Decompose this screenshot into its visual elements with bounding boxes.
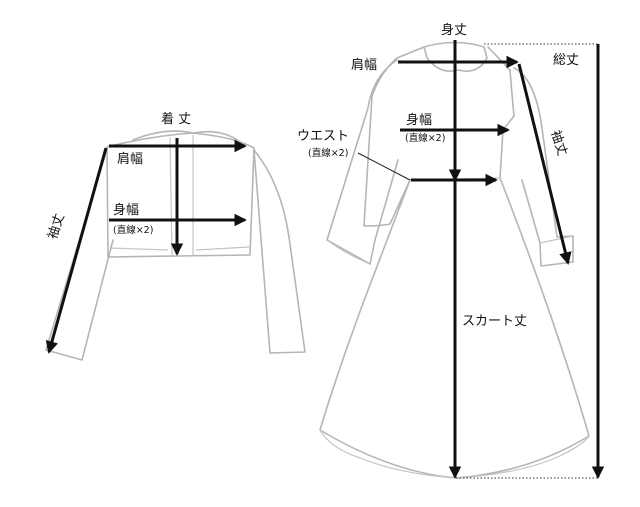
dress-shoulder-label: 肩幅 <box>351 57 377 73</box>
dress-sleeve-label: 袖丈 <box>547 129 569 158</box>
jacket-body-width-label: 身幅 <box>113 202 139 218</box>
dress-sleeve-arrow <box>517 63 572 265</box>
jacket-shoulder-label: 肩幅 <box>117 151 143 167</box>
dress-total-length-label: 総丈 <box>553 53 579 68</box>
dress-measurements: 身丈 総丈 肩幅 身幅 (直線×2) ウエスト (直線×2) 袖丈 スカート丈 <box>297 22 605 479</box>
dress-body-width-label: 身幅 <box>406 112 432 128</box>
dress-body-width-note: (直線×2) <box>405 132 445 144</box>
jacket-sleeve-arrow <box>45 147 108 354</box>
dress-skirt-length-label: スカート丈 <box>462 314 527 329</box>
jacket-measurements: 着 丈 肩幅 身幅 (直線×2) 袖丈 <box>45 111 247 354</box>
jacket-body-width-note: (直線×2) <box>113 224 153 236</box>
dress-waist-note: (直線×2) <box>308 147 348 159</box>
dress-body-length-label: 身丈 <box>441 22 467 38</box>
dress-waist-label: ウエスト <box>297 129 349 144</box>
jacket-sleeve-label: 袖丈 <box>46 212 68 241</box>
waist-leader-line <box>357 152 411 181</box>
jacket-length-label: 着 丈 <box>161 111 191 127</box>
